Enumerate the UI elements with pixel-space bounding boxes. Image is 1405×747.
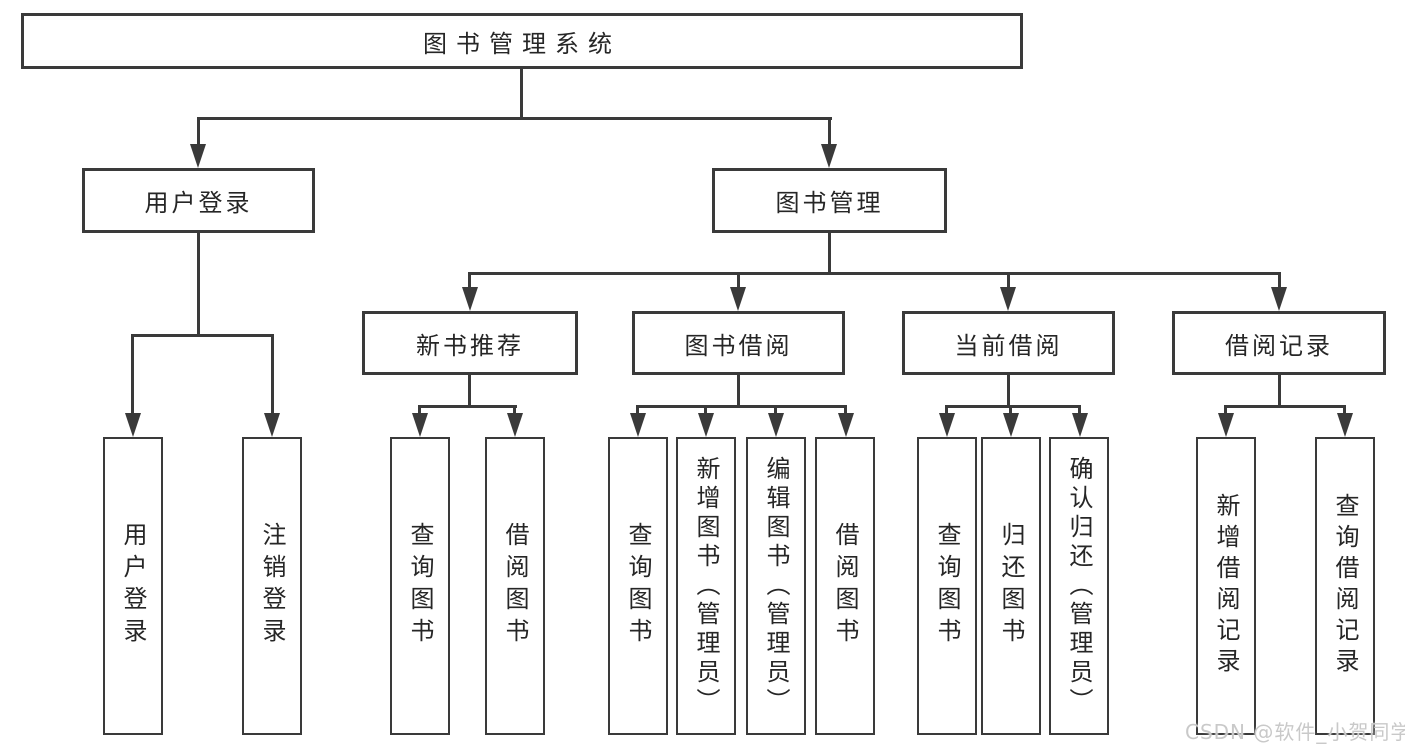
leaf-label: 新增借阅记录 [1212, 493, 1240, 679]
leaf-label: 查询借阅记录 [1331, 493, 1359, 679]
connector [636, 405, 639, 418]
connector [418, 405, 421, 418]
connector [1278, 375, 1281, 408]
arrow-down [125, 413, 141, 437]
connector [704, 405, 707, 418]
leaf-label: 新增图书（管理员） [692, 455, 720, 717]
leaf-edit-books-admin: 编辑图书（管理员） [746, 437, 806, 735]
arrow-down [630, 413, 646, 437]
connector [774, 405, 777, 418]
node-label: 当前借阅 [954, 331, 1063, 360]
leaf-label: 确认归还（管理员） [1065, 455, 1093, 717]
arrow-down [190, 144, 206, 168]
connector [197, 117, 832, 120]
leaf-borrowing-query-books: 查询图书 [608, 437, 668, 735]
connector [131, 334, 274, 337]
connector [468, 272, 1281, 275]
connector [418, 405, 517, 408]
leaf-label: 查询图书 [624, 522, 652, 650]
node-user-login: 用户登录 [82, 168, 315, 233]
connector [1007, 272, 1010, 294]
connector [1224, 405, 1346, 408]
connector [737, 272, 740, 294]
arrow-down [412, 413, 428, 437]
leaf-return-books: 归还图书 [981, 437, 1041, 735]
leaf-label: 注销登录 [258, 522, 286, 650]
connector [271, 334, 274, 418]
node-root-library-system: 图书管理系统 [21, 13, 1023, 69]
arrow-down [1000, 287, 1016, 311]
connector [468, 375, 471, 408]
arrow-down [838, 413, 854, 437]
node-current-borrowing: 当前借阅 [902, 311, 1115, 375]
leaf-user-login: 用户登录 [103, 437, 163, 735]
connector [828, 117, 831, 150]
arrow-down [939, 413, 955, 437]
connector [1278, 272, 1281, 294]
node-label: 借阅记录 [1225, 331, 1333, 360]
node-label: 图书管理 [775, 189, 884, 217]
connector [828, 233, 831, 275]
leaf-add-books-admin: 新增图书（管理员） [676, 437, 736, 735]
arrow-down [821, 144, 837, 168]
node-label: 图书借阅 [684, 331, 793, 360]
leaf-recommend-query-books: 查询图书 [390, 437, 450, 735]
csdn-watermark: CSDN @软件_小贺同学 [1185, 720, 1405, 744]
connector [844, 405, 847, 418]
node-label: 用户登录 [144, 189, 253, 217]
leaf-label: 借阅图书 [831, 522, 859, 650]
arrow-down [1337, 413, 1353, 437]
connector [197, 233, 200, 337]
leaf-logout: 注销登录 [242, 437, 302, 735]
arrow-down [730, 287, 746, 311]
connector [945, 405, 948, 418]
node-book-borrowing: 图书借阅 [632, 311, 845, 375]
arrow-down [507, 413, 523, 437]
connector [468, 272, 471, 294]
connector [636, 405, 847, 408]
arrow-down [1218, 413, 1234, 437]
connector [1009, 405, 1012, 418]
arrow-down [1003, 413, 1019, 437]
connector [1007, 375, 1010, 408]
connector [1078, 405, 1081, 418]
leaf-borrow-books: 借阅图书 [815, 437, 875, 735]
arrow-down [1072, 413, 1088, 437]
leaf-label: 查询图书 [933, 522, 961, 650]
arrow-down [1271, 287, 1287, 311]
arrow-down [698, 413, 714, 437]
leaf-label: 查询图书 [406, 522, 434, 650]
leaf-label: 用户登录 [119, 522, 147, 650]
node-label: 图书管理系统 [423, 29, 621, 58]
node-borrow-records: 借阅记录 [1172, 311, 1386, 375]
leaf-add-borrow-record: 新增借阅记录 [1196, 437, 1256, 735]
leaf-query-borrow-record: 查询借阅记录 [1315, 437, 1375, 735]
connector [1343, 405, 1346, 418]
leaf-label: 归还图书 [997, 522, 1025, 650]
leaf-confirm-return-admin: 确认归还（管理员） [1049, 437, 1109, 735]
arrow-down [264, 413, 280, 437]
arrow-down [768, 413, 784, 437]
leaf-current-query-books: 查询图书 [917, 437, 977, 735]
connector [1224, 405, 1227, 418]
leaf-label: 编辑图书（管理员） [762, 455, 790, 717]
connector [513, 405, 516, 418]
leaf-label: 借阅图书 [501, 522, 529, 650]
connector [945, 405, 1081, 408]
connector [520, 69, 523, 119]
node-label: 新书推荐 [416, 331, 524, 360]
node-book-management: 图书管理 [712, 168, 947, 233]
arrow-down [462, 287, 478, 311]
connector [197, 117, 200, 150]
leaf-recommend-borrow-books: 借阅图书 [485, 437, 545, 735]
connector [131, 334, 134, 418]
connector [737, 375, 740, 408]
node-new-book-recommend: 新书推荐 [362, 311, 578, 375]
